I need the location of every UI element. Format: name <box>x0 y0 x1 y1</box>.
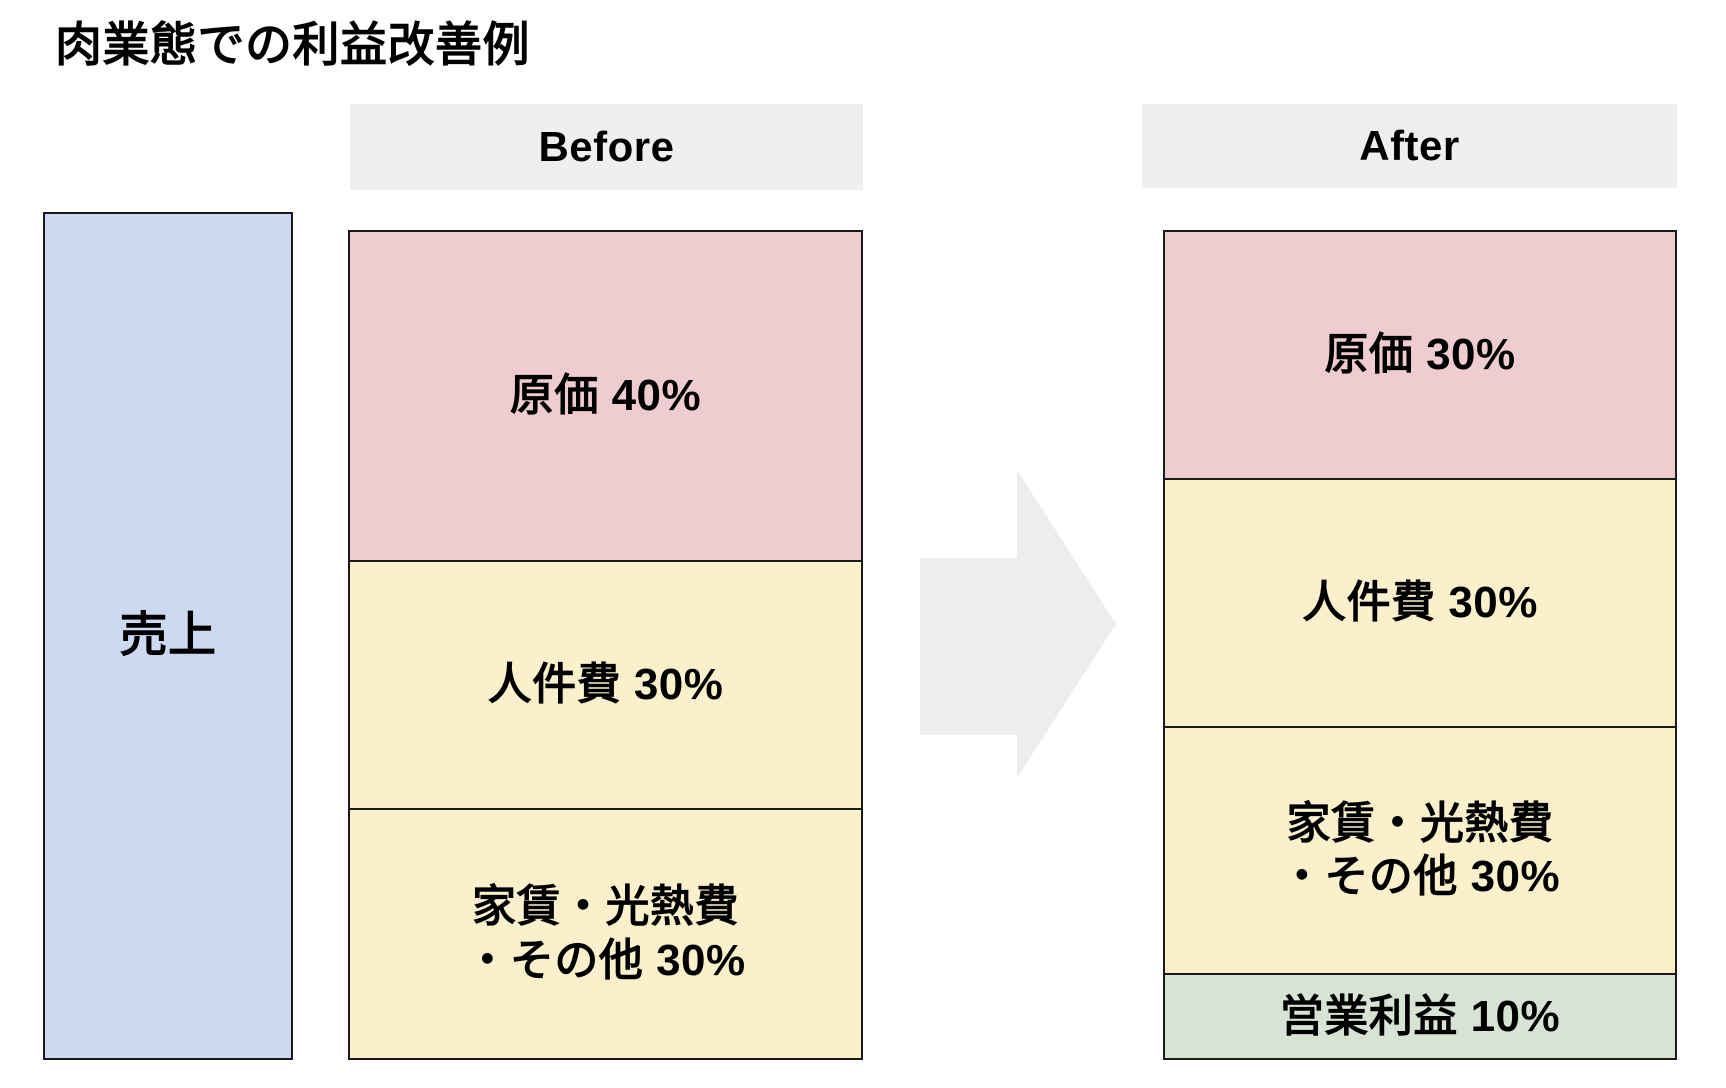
sales-label: 売上 <box>119 608 217 662</box>
segment-before-labor-label: 人件費 30% <box>487 660 724 710</box>
sales-box: 売上 <box>43 212 293 1060</box>
column-header-before: Before <box>350 104 863 190</box>
segment-before-cost: 原価 40% <box>350 232 861 563</box>
segment-after-profit: 営業利益 10% <box>1165 975 1675 1058</box>
segment-after-other-label: 家賃・光熱費 ・その他 30% <box>1279 798 1561 902</box>
column-header-after: After <box>1142 104 1677 188</box>
segment-after-labor: 人件費 30% <box>1165 479 1675 728</box>
column-header-before-label: Before <box>538 123 675 170</box>
segment-after-cost: 原価 30% <box>1165 232 1675 480</box>
segment-before-cost-label: 原価 40% <box>509 371 702 421</box>
segment-after-cost-label: 原価 30% <box>1324 330 1516 380</box>
segment-after-labor-label: 人件費 30% <box>1302 577 1538 627</box>
segment-after-profit-label: 営業利益 10% <box>1279 991 1561 1041</box>
segment-after-other: 家賃・光熱費 ・その他 30% <box>1165 727 1675 976</box>
stack-after: 原価 30% 人件費 30% 家賃・光熱費 ・その他 30% 営業利益 10% <box>1163 230 1677 1060</box>
segment-before-other-label: 家賃・光熱費 ・その他 30% <box>465 882 746 986</box>
stack-before: 原価 40% 人件費 30% 家賃・光熱費 ・その他 30% <box>348 230 863 1060</box>
right-arrow-icon <box>920 470 1116 778</box>
page-title: 肉業態での利益改善例 <box>55 18 530 71</box>
segment-before-other: 家賃・光熱費 ・その他 30% <box>350 810 861 1058</box>
segment-before-labor: 人件費 30% <box>350 562 861 811</box>
column-header-after-label: After <box>1359 122 1460 169</box>
